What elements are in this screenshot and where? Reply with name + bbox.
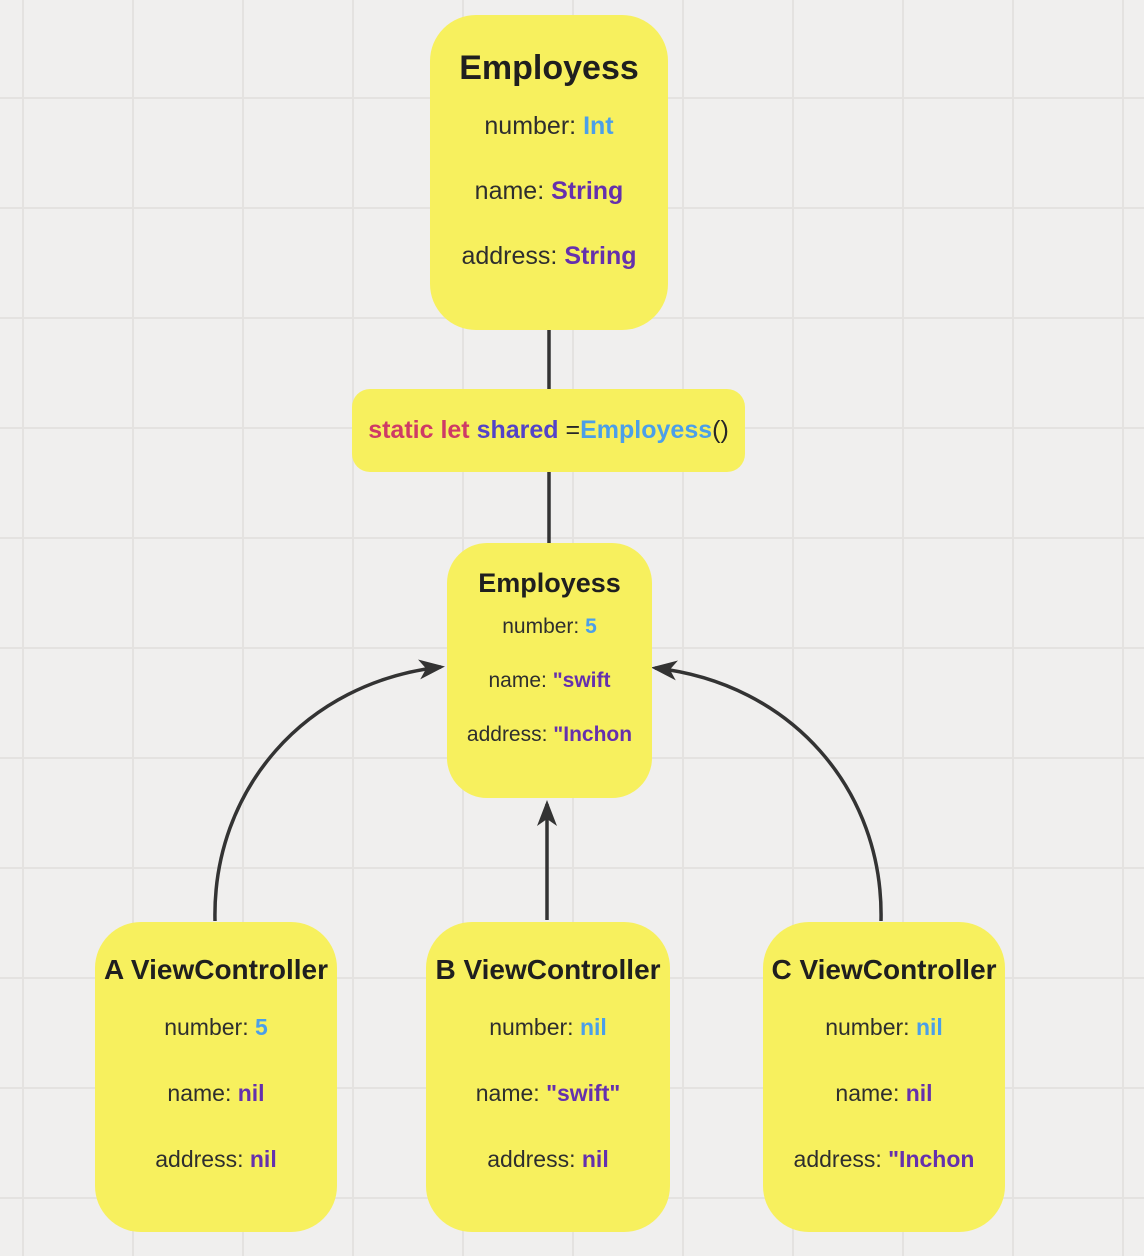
field-name: name: "swift" [475,1080,621,1106]
field-value: nil [249,1146,277,1172]
field-value: "swift" [546,1080,621,1106]
field-number: number: 5 [164,1014,268,1040]
parentheses: () [712,416,729,444]
field-address: address: "Inchon [793,1146,975,1172]
field-value: nil [915,1014,943,1040]
field-value: String [564,242,637,270]
field-name: name: String [474,177,624,205]
node-employess-class[interactable]: Employess number: Int name: String addre… [430,15,668,330]
keyword-static-let: static let [368,416,470,444]
equals-sign: = [558,416,581,444]
field-address: address: "Inchon [466,723,633,746]
node-a-viewcontroller[interactable]: A ViewController number: 5 name: nil add… [95,922,337,1232]
field-name: name: nil [835,1080,933,1106]
node-title: A ViewController [103,954,329,985]
field-value: nil [905,1080,933,1106]
field-value: String [551,177,624,205]
node-singleton-code-label[interactable]: static let shared =Employess() [352,389,745,472]
field-address: address: String [461,242,637,270]
type-employess: Employess [580,416,713,444]
field-number: number: Int [484,112,614,140]
field-value: nil [581,1146,609,1172]
field-value: 5 [585,615,597,638]
arrow-vc-c-to-shared-instance[interactable] [651,660,883,922]
node-c-viewcontroller[interactable]: C ViewController number: nil name: nil a… [763,922,1005,1232]
field-number: number: nil [825,1014,943,1040]
node-title: Employess [459,49,639,87]
arrow-vc-a-to-shared-instance[interactable] [213,659,445,922]
node-title: B ViewController [435,954,661,985]
field-number: number: 5 [502,615,597,638]
node-shared-instance[interactable]: Employess number: 5 name: "swift address… [447,543,652,798]
field-address: address: nil [155,1146,277,1172]
node-b-viewcontroller[interactable]: B ViewController number: nil name: "swif… [426,922,670,1232]
variable-shared: shared [469,416,559,444]
field-value: Int [583,112,614,140]
field-value: 5 [254,1014,268,1040]
field-value: nil [237,1080,265,1106]
field-address: address: nil [487,1146,609,1172]
field-value: "swift [552,669,611,692]
node-title: C ViewController [771,954,997,985]
field-value: nil [579,1014,607,1040]
field-name: name: "swift [488,669,611,692]
field-name: name: nil [167,1080,265,1106]
node-title: Employess [478,568,621,598]
field-value: "Inchon [888,1146,975,1172]
field-number: number: nil [489,1014,607,1040]
field-value: "Inchon [553,723,633,746]
